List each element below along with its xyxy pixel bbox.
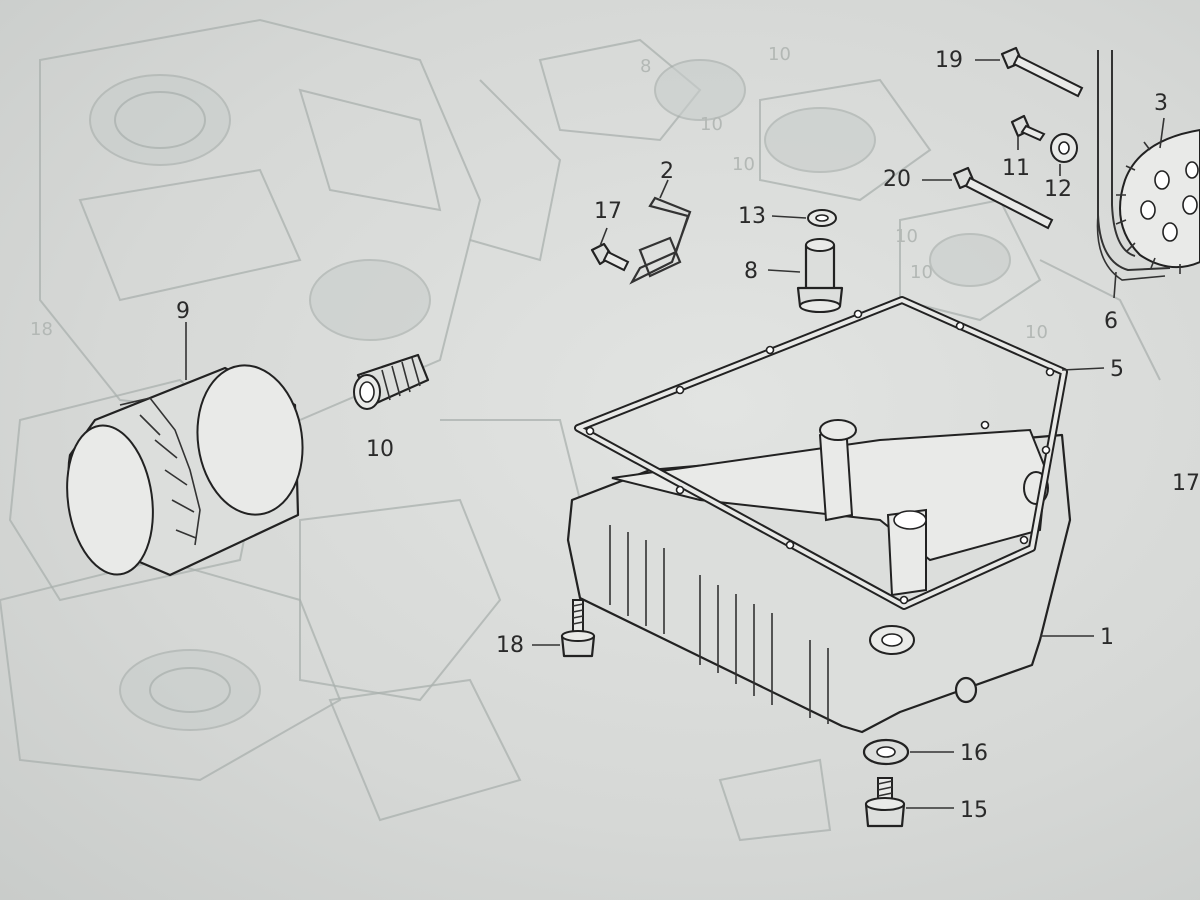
ghost-label: 8 — [640, 56, 651, 77]
bolt-19-part — [1000, 46, 1084, 98]
leader-line — [1159, 117, 1165, 149]
callout-9: 9 — [176, 299, 190, 324]
callout-2: 2 — [660, 159, 674, 184]
callout-19: 19 — [935, 48, 963, 73]
callout-11: 11 — [1002, 156, 1030, 181]
callout-5: 3 — [1154, 91, 1168, 116]
leader-line — [1113, 271, 1117, 299]
drain-bolt-part — [864, 777, 906, 828]
leader-line — [1061, 367, 1105, 371]
ghost-label: 10 — [1025, 322, 1048, 343]
callout-12: 12 — [1044, 177, 1072, 202]
sprocket-part — [1115, 128, 1200, 274]
callout-8: 8 — [744, 259, 758, 284]
chain-part — [1096, 50, 1171, 281]
leader-line — [599, 227, 608, 247]
leader-line — [771, 215, 807, 219]
callout-17-edge: 17 — [1172, 471, 1200, 496]
bolt-11-part — [1010, 114, 1046, 142]
leader-line — [767, 269, 801, 273]
callout-6: 6 — [1104, 309, 1118, 334]
oil-pan-part — [566, 419, 1072, 734]
leader-line — [659, 179, 669, 199]
callout-10: 10 — [366, 437, 394, 462]
callout-3: 5 — [1110, 357, 1124, 382]
gasket-bolt-holes — [585, 309, 1055, 605]
callout-1: 1 — [1100, 625, 1114, 650]
bolt-20-part — [952, 166, 1054, 230]
nipple-part — [353, 353, 430, 410]
ghost-label: 10 — [768, 44, 791, 65]
oil-pan-gasket-part — [574, 296, 1068, 610]
relief-valve-part — [796, 238, 844, 313]
callout-16: 16 — [960, 741, 988, 766]
ghost-label: 10 — [732, 154, 755, 175]
ghost-label: 10 — [895, 226, 918, 247]
background-engine-ghost — [0, 18, 1161, 842]
ghost-label: 10 — [700, 114, 723, 135]
ghost-label: 10 — [910, 262, 933, 283]
clip-part — [629, 196, 692, 285]
callout-18: 18 — [496, 633, 524, 658]
bolt-18-part — [560, 599, 596, 658]
callout-20: 20 — [883, 167, 911, 192]
oil-filter-part — [66, 364, 304, 577]
bolt-17-part — [590, 242, 630, 272]
callout-13: 13 — [738, 204, 766, 229]
sealing-washer-part — [862, 738, 910, 766]
callout-15: 15 — [960, 798, 988, 823]
callout-17: 17 — [594, 199, 622, 224]
ghost-label: 18 — [30, 319, 53, 340]
